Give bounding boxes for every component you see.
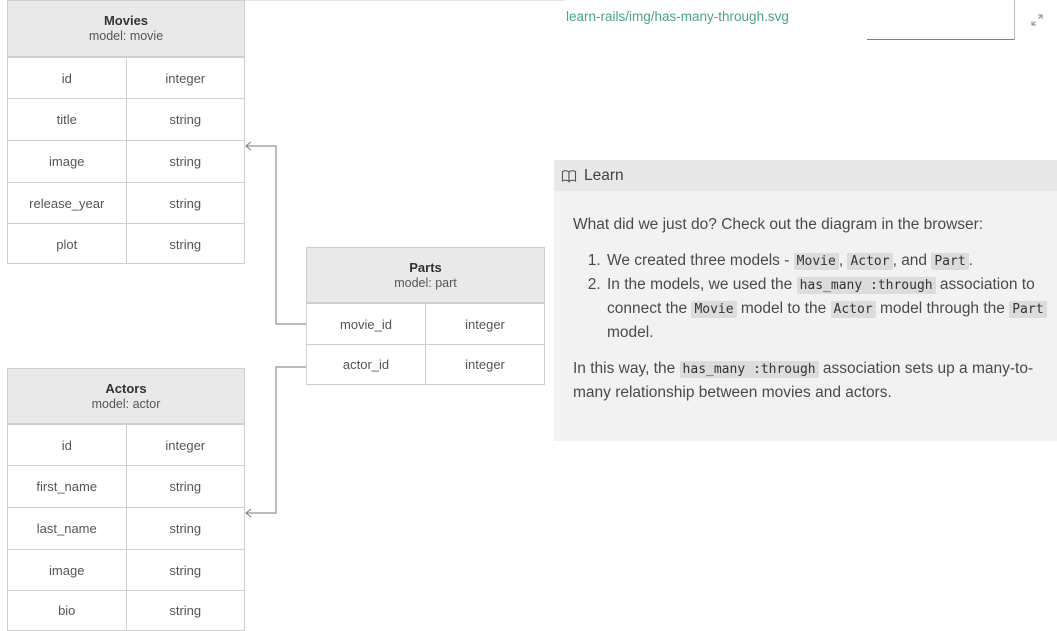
field-name: last_name [36,521,97,536]
field-type: string [125,183,245,223]
item-text: , [838,252,848,269]
item-text: model to the [736,300,831,317]
list-item: We created three models - Movie, Actor, … [605,249,1049,273]
field-type: string [125,224,245,264]
field-name: id [61,70,72,86]
learn-body: What did we just do? Check out the diagr… [554,191,1057,404]
parts-header: Parts model: part [307,248,544,303]
code-actor: Actor [830,301,876,318]
field-name: bio [58,603,76,618]
field-name: plot [56,236,78,252]
table-row: id integer [8,424,244,465]
parts-table: Parts model: part movie_id integer actor… [306,247,545,385]
field-type: string [125,141,245,182]
code-actor: Actor [847,253,893,270]
field-name: id [61,437,72,453]
top-border [245,0,565,1]
item-text: . [968,252,973,269]
outro-text: In this way, the [573,360,680,377]
learn-header: Learn [554,160,1057,191]
path-underline [867,39,1014,40]
table-row: image string [8,549,244,590]
expand-button[interactable] [1024,8,1050,32]
field-type: integer [125,58,245,98]
item-text: , and [892,252,932,269]
actors-name: Actors [105,380,147,396]
item-text: In the models, we used the [607,276,797,293]
field-type: string [125,99,245,140]
code-movie: Movie [793,253,839,270]
table-row: release_year string [8,182,244,223]
learn-outro: In this way, the has_many :through assoc… [573,357,1049,404]
parts-name: Parts [409,259,442,275]
table-row: bio string [8,590,244,630]
field-type: string [125,550,245,590]
code-part: Part [931,253,969,270]
field-type: integer [425,345,544,384]
field-type: string [125,466,245,507]
field-type: string [125,508,245,549]
code-movie: Movie [691,301,737,318]
table-row: plot string [8,223,244,264]
file-path-link[interactable]: learn-rails/img/has-many-through.svg [566,9,789,24]
parts-model: model: part [394,275,457,290]
connector-movie [245,141,306,325]
movies-table: Movies model: movie id integer title str… [7,0,245,264]
connector-actor [245,366,306,518]
movies-model: model: movie [88,29,164,43]
table-row: last_name string [8,507,244,549]
table-row: title string [8,98,244,140]
item-text: association to connect the [607,276,1035,317]
field-type: integer [425,304,544,344]
learn-list: We created three models - Movie, Actor, … [573,249,1049,344]
expand-icon [1031,14,1043,26]
table-row: movie_id integer [307,303,544,344]
movies-name: Movies [103,13,149,28]
code-part: Part [1009,301,1047,318]
table-row: actor_id integer [307,344,544,384]
field-name: actor_id [342,357,390,372]
learn-intro: What did we just do? Check out the diagr… [573,216,984,233]
field-name: image [49,154,85,169]
table-row: image string [8,140,244,182]
field-name: first_name [36,479,98,494]
item-text: model. [607,324,654,341]
table-row: id integer [8,57,244,98]
field-type: string [125,591,245,630]
field-name: image [49,562,85,578]
list-item: In the models, we used the has_many :thr… [605,273,1049,344]
item-text: model through the [875,300,1010,317]
field-name: title [56,112,77,127]
learn-title: Learn [584,166,624,184]
code-has-many-through: has_many :through [679,361,819,378]
field-name: movie_id [339,316,393,332]
field-type: integer [125,425,245,465]
movies-header: Movies model: movie [8,1,244,57]
actors-table: Actors model: actor id integer first_nam… [7,368,245,631]
field-name: release_year [29,195,105,211]
path-divider [1014,0,1015,40]
code-has-many-through: has_many :through [796,277,936,294]
outro-text: association sets up a many-to-many relat… [573,360,1034,401]
actors-model: model: actor [91,396,161,411]
actors-header: Actors model: actor [8,369,244,424]
item-text: We created three models - [607,252,794,269]
learn-panel: Learn What did we just do? Check out the… [554,160,1057,441]
book-icon [561,169,577,183]
table-row: first_name string [8,465,244,507]
